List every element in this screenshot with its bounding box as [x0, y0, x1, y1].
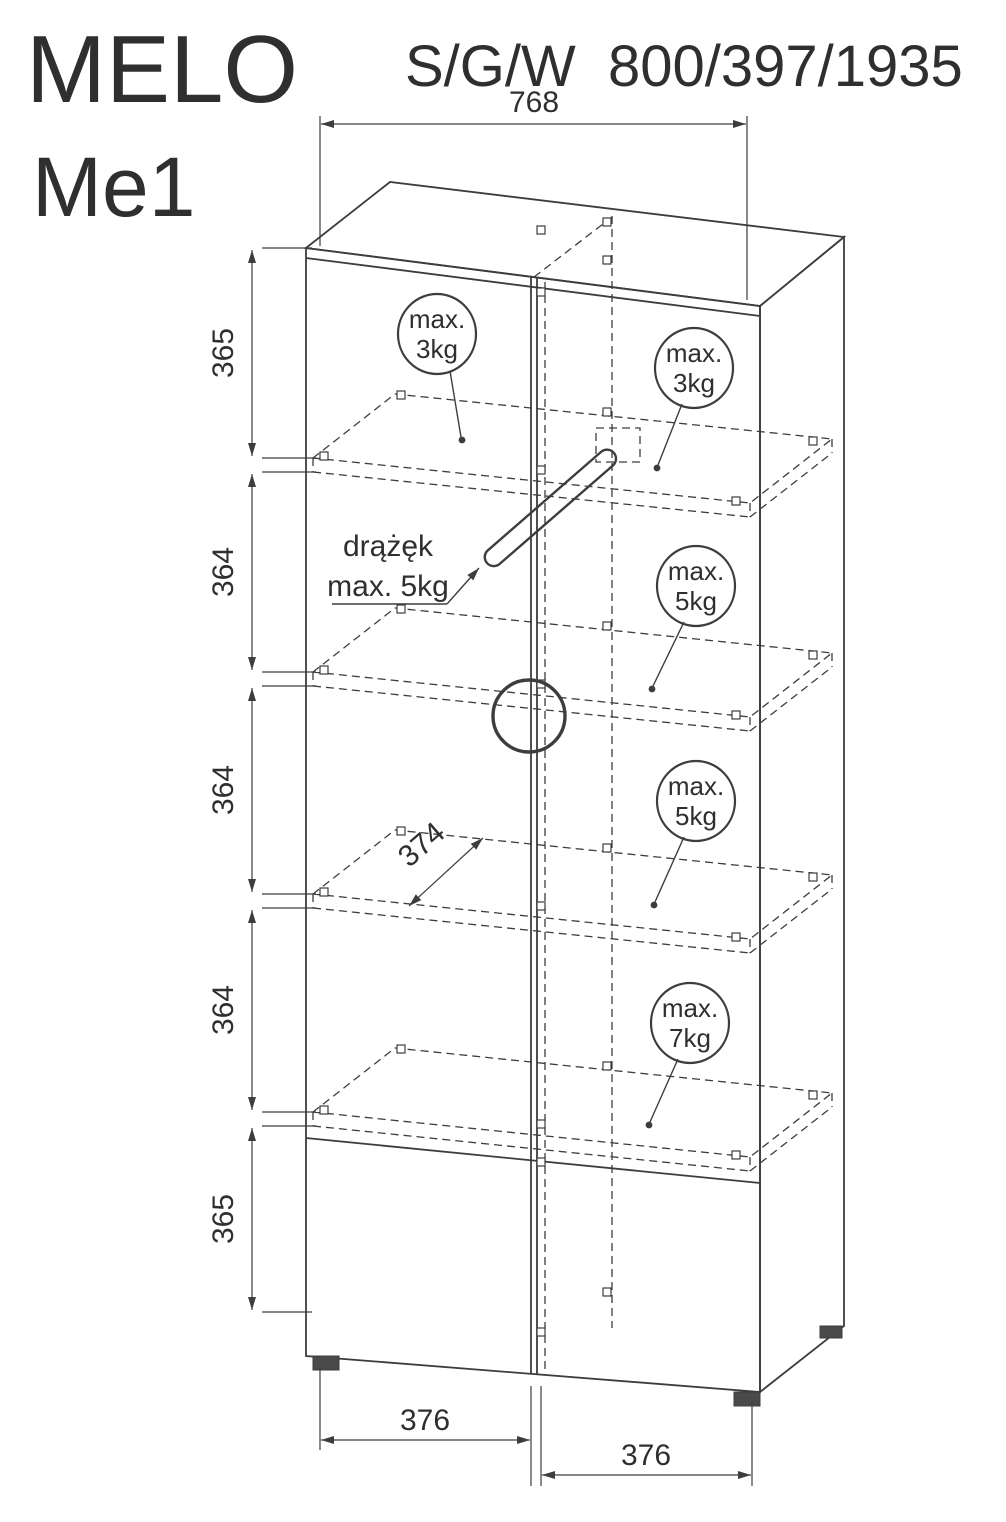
weight-badge-2-line2: 3kg [673, 368, 715, 398]
bottom-panel-seam [305, 1137, 761, 1184]
hanging-rod [483, 427, 641, 568]
weight-badge-3-line1: max. [668, 556, 724, 586]
rod-label-line1: drążęk [343, 530, 434, 563]
dim-bottom-right-label: 376 [621, 1439, 671, 1472]
header-block: MELO Me1 S/G/W 800/397/1935 [26, 16, 963, 234]
foot-back [819, 1325, 843, 1339]
weight-badge-5: max. 7kg [645, 981, 731, 1129]
dim-height-label-3: 364 [207, 765, 240, 815]
weight-badge-1-line2: 3kg [416, 334, 458, 364]
dim-shelf-depth-label: 374 [392, 816, 451, 874]
cabinet-feet [312, 1325, 843, 1407]
weight-badge-3-line2: 5kg [675, 586, 717, 616]
dim-height-label-2: 364 [207, 547, 240, 597]
weight-badge-1-line1: max. [409, 304, 465, 334]
rod-label-line2: max. 5kg [327, 570, 449, 603]
weight-badge-2: max. 3kg [653, 326, 735, 472]
spec-type-label: S/G/W [405, 34, 576, 99]
shelf-2 [311, 607, 834, 732]
cabinet-top-face [303, 181, 847, 307]
spec-dimensions-label: 800/397/1935 [608, 34, 963, 99]
dim-bottom-widths: 376 376 [319, 1368, 753, 1486]
dim-top-width-label: 768 [509, 86, 559, 119]
weight-badge-1: max. 3kg [396, 292, 478, 444]
weight-badge-4-line1: max. [668, 771, 724, 801]
weight-badge-2-line1: max. [666, 338, 722, 368]
weight-badge-4-line2: 5kg [675, 801, 717, 831]
weight-badge-3: max. 5kg [648, 544, 737, 693]
weight-badge-4: max. 5kg [650, 759, 737, 909]
shelf-4 [311, 1047, 834, 1172]
hidden-partition-lines [533, 213, 617, 1372]
foot-left [312, 1355, 340, 1371]
rod-annotation: drążęk max. 5kg [327, 530, 480, 605]
weight-badge-5-line2: 7kg [669, 1023, 711, 1053]
dim-bottom-left-label: 376 [400, 1404, 450, 1437]
series-title: MELO [26, 16, 298, 123]
dim-height-label-4: 364 [207, 985, 240, 1035]
dim-height-label-5: 365 [207, 1194, 240, 1244]
rod-bar [483, 448, 618, 568]
cabinet-side-face [759, 235, 845, 1394]
dim-shelf-depth: 374 [392, 816, 484, 907]
detail-circle [491, 678, 567, 754]
cabinet-outline [303, 181, 847, 1394]
shelf-1 [311, 393, 834, 518]
dim-top-width: 768 [319, 86, 748, 300]
top-panel-edge [305, 257, 761, 317]
shelf-3 [311, 829, 834, 954]
shelf-pins [319, 217, 818, 1337]
dim-height-label-1: 365 [207, 328, 240, 378]
dim-left-chain: 365 364 364 364 365 [207, 247, 316, 1313]
rod-bracket [595, 427, 641, 463]
foot-right [733, 1391, 761, 1407]
model-code: Me1 [32, 140, 195, 234]
weight-badge-5-line1: max. [662, 993, 718, 1023]
